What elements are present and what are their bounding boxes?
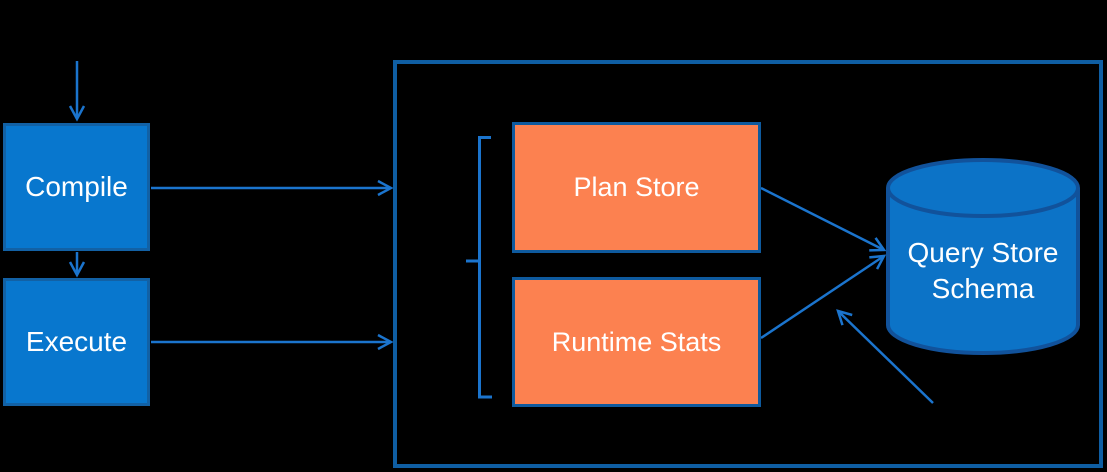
node-runtime-stats: Runtime Stats — [512, 277, 761, 407]
query-store-schema-line1: Query Store — [907, 237, 1059, 268]
query-store-schema-label: Query Store Schema — [888, 235, 1078, 307]
execute-label: Execute — [25, 326, 128, 357]
runtime-stats-label: Runtime Stats — [551, 326, 722, 357]
query-store-boundary-box — [393, 60, 1103, 468]
node-plan-store: Plan Store — [512, 122, 761, 253]
compile-label: Compile — [25, 171, 128, 202]
query-store-schema-line2: Schema — [931, 273, 1035, 304]
node-compile: Compile — [3, 123, 150, 251]
plan-store-label: Plan Store — [573, 172, 700, 202]
node-execute: Execute — [3, 278, 150, 406]
